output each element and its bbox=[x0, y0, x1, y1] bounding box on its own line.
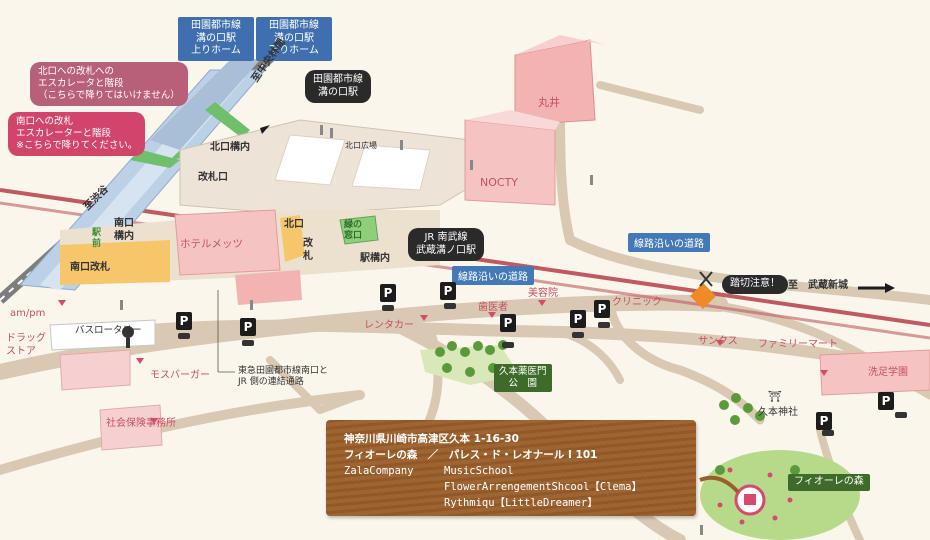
tenant-rythmiqu: Rythmiqu【LittleDreamer】 bbox=[444, 497, 598, 509]
fiore-forest-label: フィオーレの森 bbox=[788, 474, 870, 491]
shrine-icon: ⛩ bbox=[768, 390, 782, 403]
tenant-flower-school: FlowerArrengementShcool【Clema】 bbox=[444, 481, 643, 493]
rental-car-label: レンタカー bbox=[364, 320, 414, 331]
tenant-music-school: MusicSchool bbox=[444, 465, 514, 477]
station-concourse-label: 駅構内 bbox=[360, 253, 390, 264]
marui-building bbox=[514, 35, 605, 126]
tenant-zalacompany: ZalaCompany bbox=[344, 465, 414, 477]
family-mart-label: ファミリーマート bbox=[758, 339, 838, 350]
senzoku-label: 洗足学園 bbox=[868, 367, 908, 378]
north-concourse-label: 北口構内 bbox=[210, 142, 250, 153]
north-label: 北口 bbox=[284, 219, 304, 230]
building-text: フィオーレの森 ／ パレス・ド・レオナール I 101 bbox=[344, 449, 598, 461]
jr-station-callout: JR 南武線 武蔵溝ノ口駅 bbox=[408, 228, 484, 261]
parking-icon: P bbox=[570, 310, 586, 328]
dental-label: 歯医者 bbox=[478, 302, 508, 313]
direction-musashi-shinjo: 至 武蔵新城 bbox=[788, 280, 848, 291]
hotel-building bbox=[174, 209, 302, 305]
park-label: 久本薬医門 公 園 bbox=[494, 364, 552, 392]
gate-vertical-label: 改 札 bbox=[303, 238, 313, 262]
ampm-label: am/pm bbox=[10, 308, 46, 319]
mos-burger-label: モスバーガー bbox=[150, 370, 210, 381]
green-counter-label: 緑の 窓口 bbox=[344, 220, 363, 242]
social-insurance-label: 社会保険事務所 bbox=[106, 418, 176, 429]
parking-icon: P bbox=[380, 284, 396, 302]
parking-icon: P bbox=[878, 392, 894, 410]
south-concourse-label: 南口 構内 bbox=[114, 218, 134, 242]
shrine-label: 久本神社 bbox=[758, 407, 798, 418]
parking-icon: P bbox=[440, 282, 456, 300]
south-gate-label: 南口改札 bbox=[70, 262, 110, 273]
address-text: 神奈川県川崎市高津区久本 1-16-30 bbox=[344, 433, 519, 445]
along-tracks-road-tag-1: 線路沿いの道路 bbox=[628, 233, 710, 252]
along-tracks-road-tag-2: 線路沿いの道路 bbox=[452, 266, 534, 285]
railway-crossing-callout: 踏切注意！ bbox=[722, 275, 788, 294]
parking-icon: P bbox=[240, 318, 256, 336]
beauty-salon-label: 美容院 bbox=[528, 288, 558, 299]
parking-icon: P bbox=[500, 314, 516, 332]
bus-rotary-label: バスロータリー bbox=[75, 325, 142, 336]
ekimae-label: 駅 前 bbox=[92, 228, 102, 250]
down-platform-callout: 田園都市線 溝の口駅 下りホーム bbox=[256, 17, 332, 61]
station-building bbox=[60, 119, 471, 285]
parking-icon: P bbox=[594, 300, 610, 318]
marui-label: 丸井 bbox=[538, 96, 560, 109]
north-plaza-label: 北口広場 bbox=[345, 141, 377, 150]
info-board: 神奈川県川崎市高津区久本 1-16-30 フィオーレの森 ／ パレス・ド・レオナ… bbox=[326, 420, 696, 516]
parking-icon: P bbox=[176, 312, 192, 330]
nocty-building bbox=[464, 110, 560, 206]
connecting-passage-label: 東急田園都市線南口と JR 側の連結通路 bbox=[238, 366, 329, 388]
sunkus-label: サンクス bbox=[698, 336, 738, 347]
ticket-gate-label: 改札口 bbox=[198, 172, 228, 183]
north-exit-escalator-callout: 北口への改札への エスカレータと階段 （こちらで降りてはいけません） bbox=[30, 62, 188, 106]
clinic-label: クリニック bbox=[612, 297, 662, 308]
south-exit-escalator-callout: 南口への改札 エスカレーターと階段 ※こちらで降りてください。 bbox=[8, 112, 146, 156]
denentoshi-station-callout: 田園都市線 溝の口駅 bbox=[305, 70, 371, 103]
nocty-label: NOCTY bbox=[480, 176, 519, 189]
hotel-label: ホテルメッツ bbox=[180, 238, 243, 250]
parking-icon: P bbox=[816, 412, 832, 430]
up-platform-callout: 田園都市線 溝の口駅 上りホーム bbox=[178, 17, 254, 61]
drugstore-label: ドラッグ ストア bbox=[6, 333, 46, 357]
